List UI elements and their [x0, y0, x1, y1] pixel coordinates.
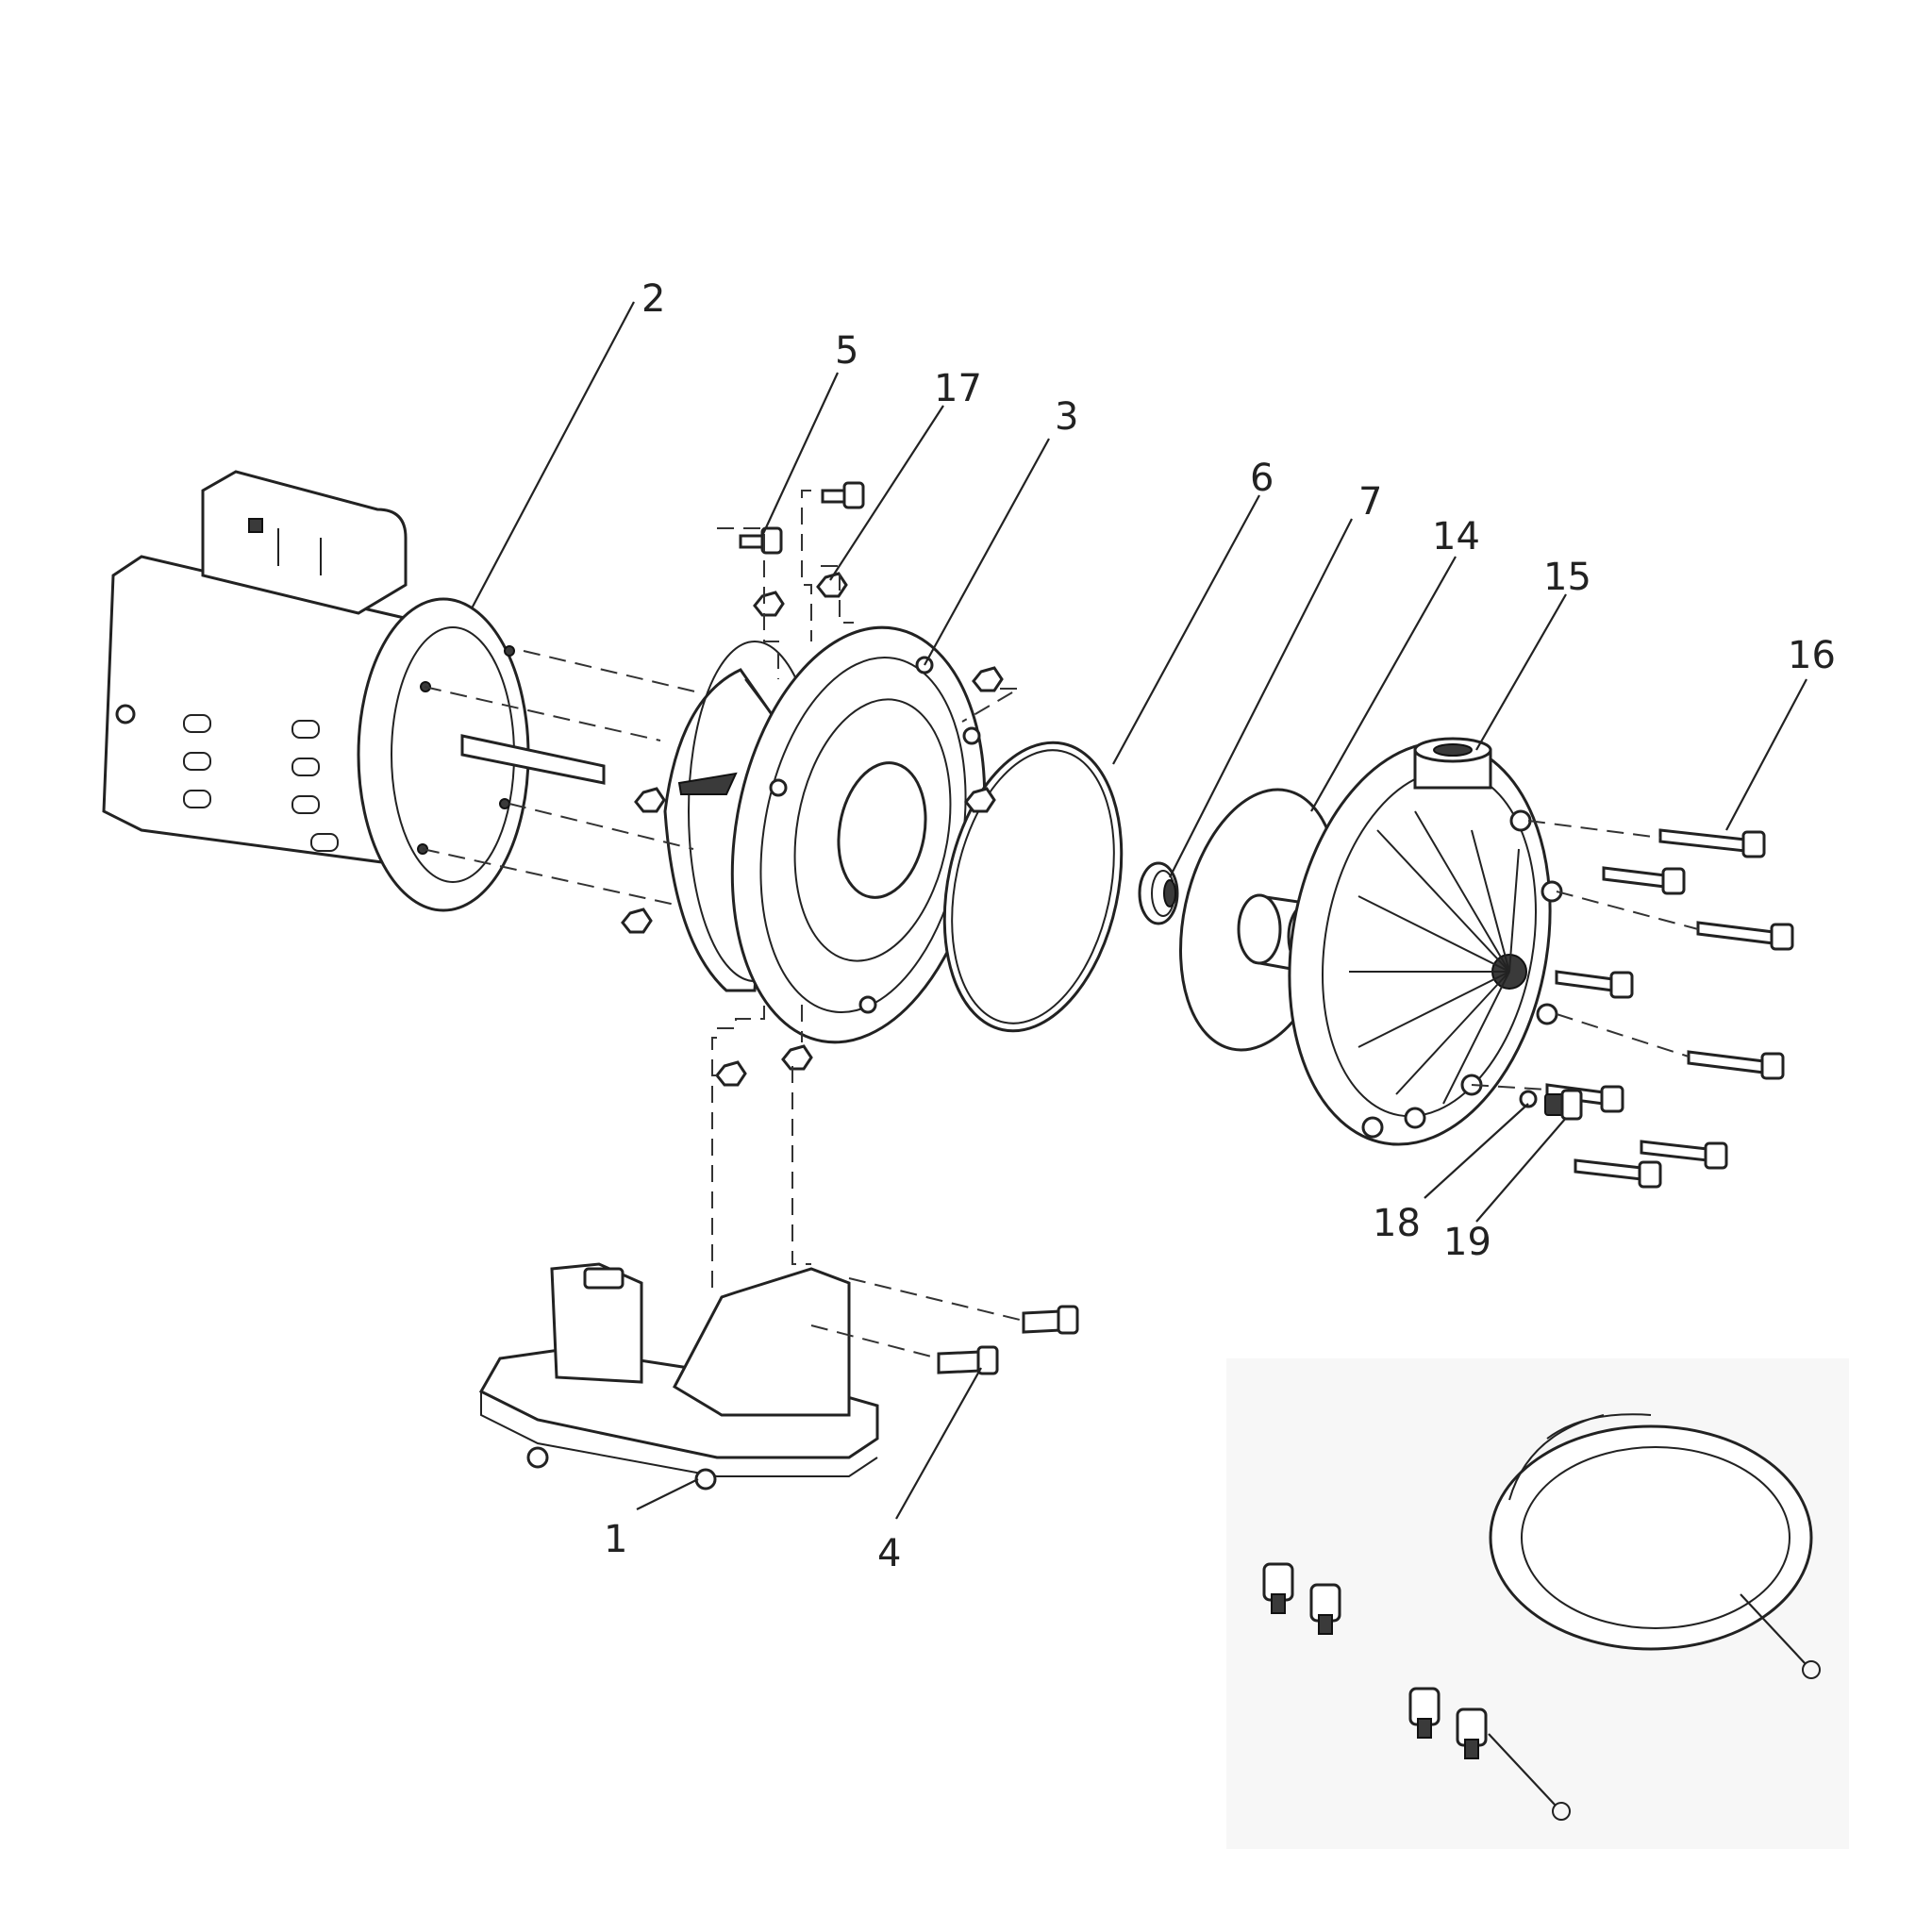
callout-14: 14 — [1432, 515, 1480, 558]
mechanical-seal — [1138, 861, 1179, 925]
callout-labels: 2 5 17 3 6 7 14 15 16 18 19 1 4 — [604, 277, 1836, 1575]
callout-6: 6 — [1250, 457, 1274, 500]
callout-18: 18 — [1373, 1202, 1421, 1245]
callout-1: 1 — [604, 1518, 627, 1561]
callout-16: 16 — [1788, 634, 1836, 677]
drain-plug — [1544, 1089, 1583, 1121]
base-mount-bolts — [937, 1305, 1079, 1375]
callout-19: 19 — [1443, 1221, 1491, 1264]
base-bolt-dash-b — [810, 1324, 940, 1359]
compression-fittings-set-a — [1262, 1562, 1341, 1635]
base-rear-tower — [673, 1267, 851, 1417]
callout-7: 7 — [1358, 480, 1382, 524]
motor — [102, 470, 606, 912]
adapter-bolts — [739, 481, 865, 555]
housing-volute-ribs — [1349, 810, 1520, 1105]
compression-fittings-set-b — [1408, 1687, 1488, 1759]
hex-nuts — [621, 572, 1004, 1087]
base-bolt-dash-a — [848, 1277, 1024, 1322]
motor-shaft — [460, 734, 606, 785]
callout-4: 4 — [877, 1532, 901, 1575]
kit-callout-dot-tubing — [1802, 1660, 1821, 1679]
kit-leader-fittings — [1488, 1733, 1557, 1807]
motor-mount-base — [478, 1262, 879, 1491]
leader-lines — [471, 301, 1807, 1520]
housing-bolt-dash-lines — [1471, 820, 1699, 1091]
callout-3: 3 — [1055, 395, 1078, 439]
pump-housing — [1288, 737, 1563, 1146]
motor-capacitor-box — [201, 470, 408, 615]
tubing-coil — [1489, 1413, 1813, 1651]
callout-17: 17 — [934, 367, 982, 410]
callout-15: 15 — [1543, 556, 1591, 599]
callout-5: 5 — [835, 329, 858, 373]
base-front-tower — [550, 1262, 643, 1384]
kit-callout-dot-fittings — [1552, 1802, 1571, 1821]
housing-bolts — [1545, 828, 1794, 1189]
housing-o-ring — [942, 741, 1124, 1033]
drain-plug-o-ring — [1519, 1090, 1538, 1108]
kit-leader-tubing — [1740, 1593, 1807, 1665]
o-ring-inner-edge — [951, 749, 1115, 1024]
assembly-guide-lines — [422, 490, 1023, 1292]
callout-2: 2 — [641, 277, 665, 321]
